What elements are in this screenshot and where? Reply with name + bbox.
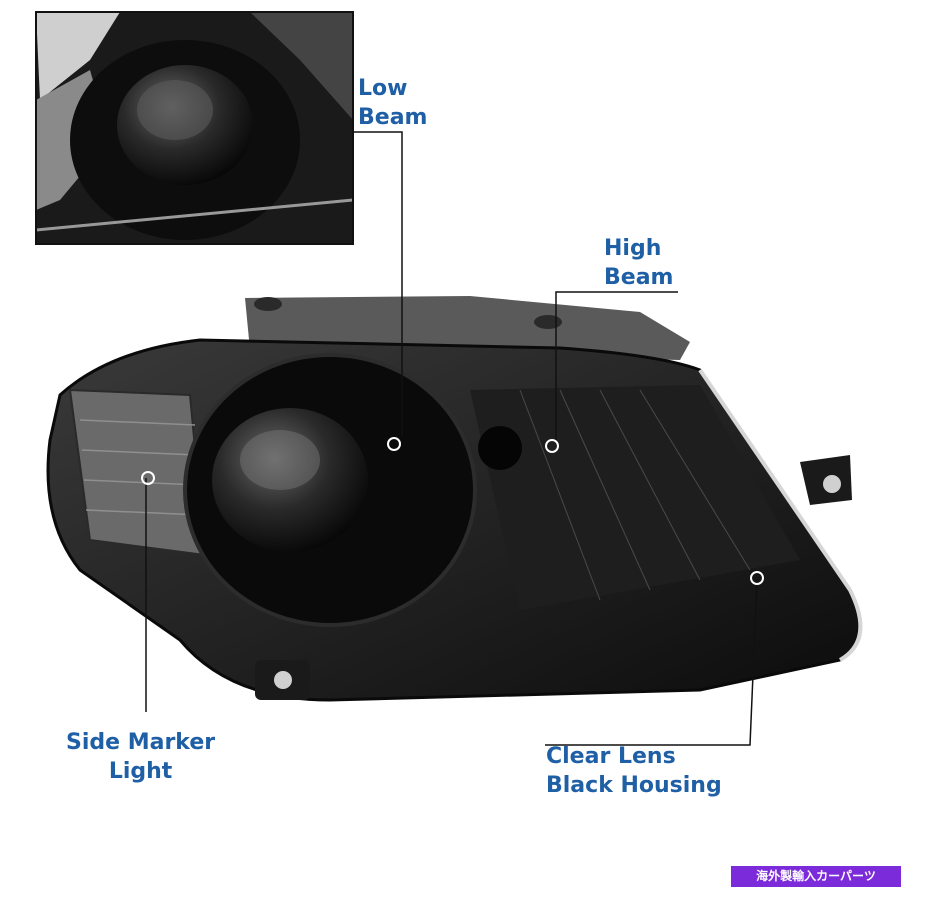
- side-marker-label: Side Marker Light: [66, 730, 216, 784]
- clear-lens-label: Clear Lens Black Housing: [546, 744, 722, 798]
- high-beam-label: High Beam: [604, 236, 674, 290]
- low-beam-label: Low Beam: [358, 76, 428, 130]
- watermark-badge: 海外製輸入カーパーツ: [731, 866, 901, 887]
- callout-markers: [141, 437, 764, 585]
- low-beam-closeup-inset: [36, 12, 353, 244]
- callout-lines: [145, 131, 758, 746]
